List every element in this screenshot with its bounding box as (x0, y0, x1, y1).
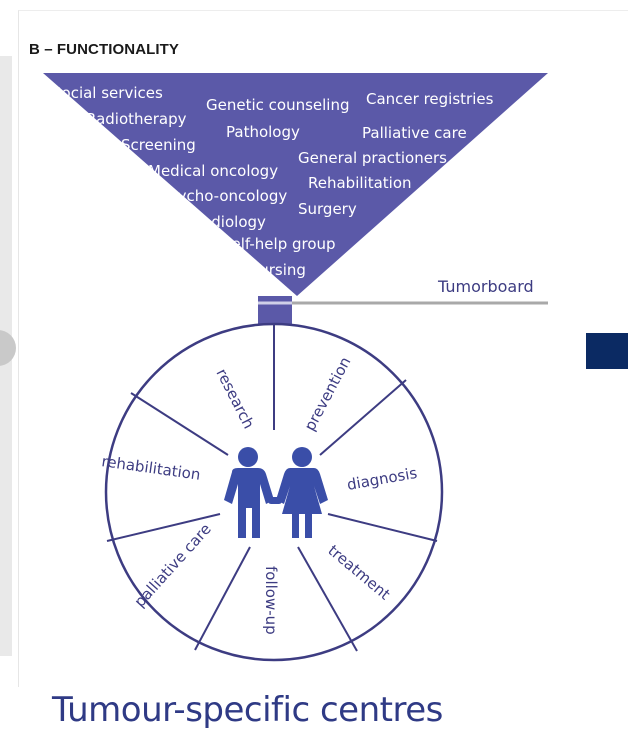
wheel-spoke (106, 513, 221, 542)
wheel-spoke (130, 392, 229, 456)
funnel-item-genetic-counseling: Genetic counseling (206, 96, 350, 114)
wheel-spoke (194, 546, 251, 651)
tumorboard-label: Tumorboard (437, 277, 534, 296)
funnel-shape (43, 73, 548, 296)
funnel-item-self-help-group: Self-help group (222, 235, 336, 253)
funnel-item-rehabilitation: Rehabilitation (308, 174, 412, 192)
wheel-label-follow-up: follow-up (262, 566, 280, 635)
funnel-item-radiology: Radiology (192, 213, 266, 231)
right-edge-square (586, 333, 628, 369)
wheel-spoke (319, 379, 407, 456)
holding-hands (268, 497, 282, 504)
funnel-item-medical-oncology: Medical oncology (148, 162, 278, 180)
funnel-item-nursing: Nursing (248, 261, 306, 279)
people-icon (224, 447, 328, 538)
funnel-item-psycho-oncology: Psycho-oncology (161, 187, 287, 205)
section-title: B – FUNCTIONALITY (29, 41, 180, 58)
wheel-spoke (297, 546, 358, 652)
funnel-item-cancer-registries: Cancer registries (366, 90, 494, 108)
caption-title: Tumour-specific centres (52, 690, 443, 730)
funnel-item-social-services: Social services (52, 84, 163, 102)
woman-head (292, 447, 312, 467)
left-edge-marker (0, 330, 16, 366)
man-head (238, 447, 258, 467)
funnel-item-palliative-care: Palliative care (362, 124, 467, 142)
funnel-item-radiotherapy: Radiotherapy (86, 110, 187, 128)
funnel-item-general-practioners: General practioners (298, 149, 447, 167)
funnel-item-pathology: Pathology (226, 123, 300, 141)
wheel-spoke (327, 513, 438, 542)
funnel-item-screening: Screening (121, 136, 196, 154)
funnel-item-surgery: Surgery (298, 200, 357, 218)
man-body (224, 468, 274, 538)
funnel-neck (258, 296, 292, 328)
woman-body (276, 468, 328, 538)
wheel-spokes (106, 324, 438, 652)
